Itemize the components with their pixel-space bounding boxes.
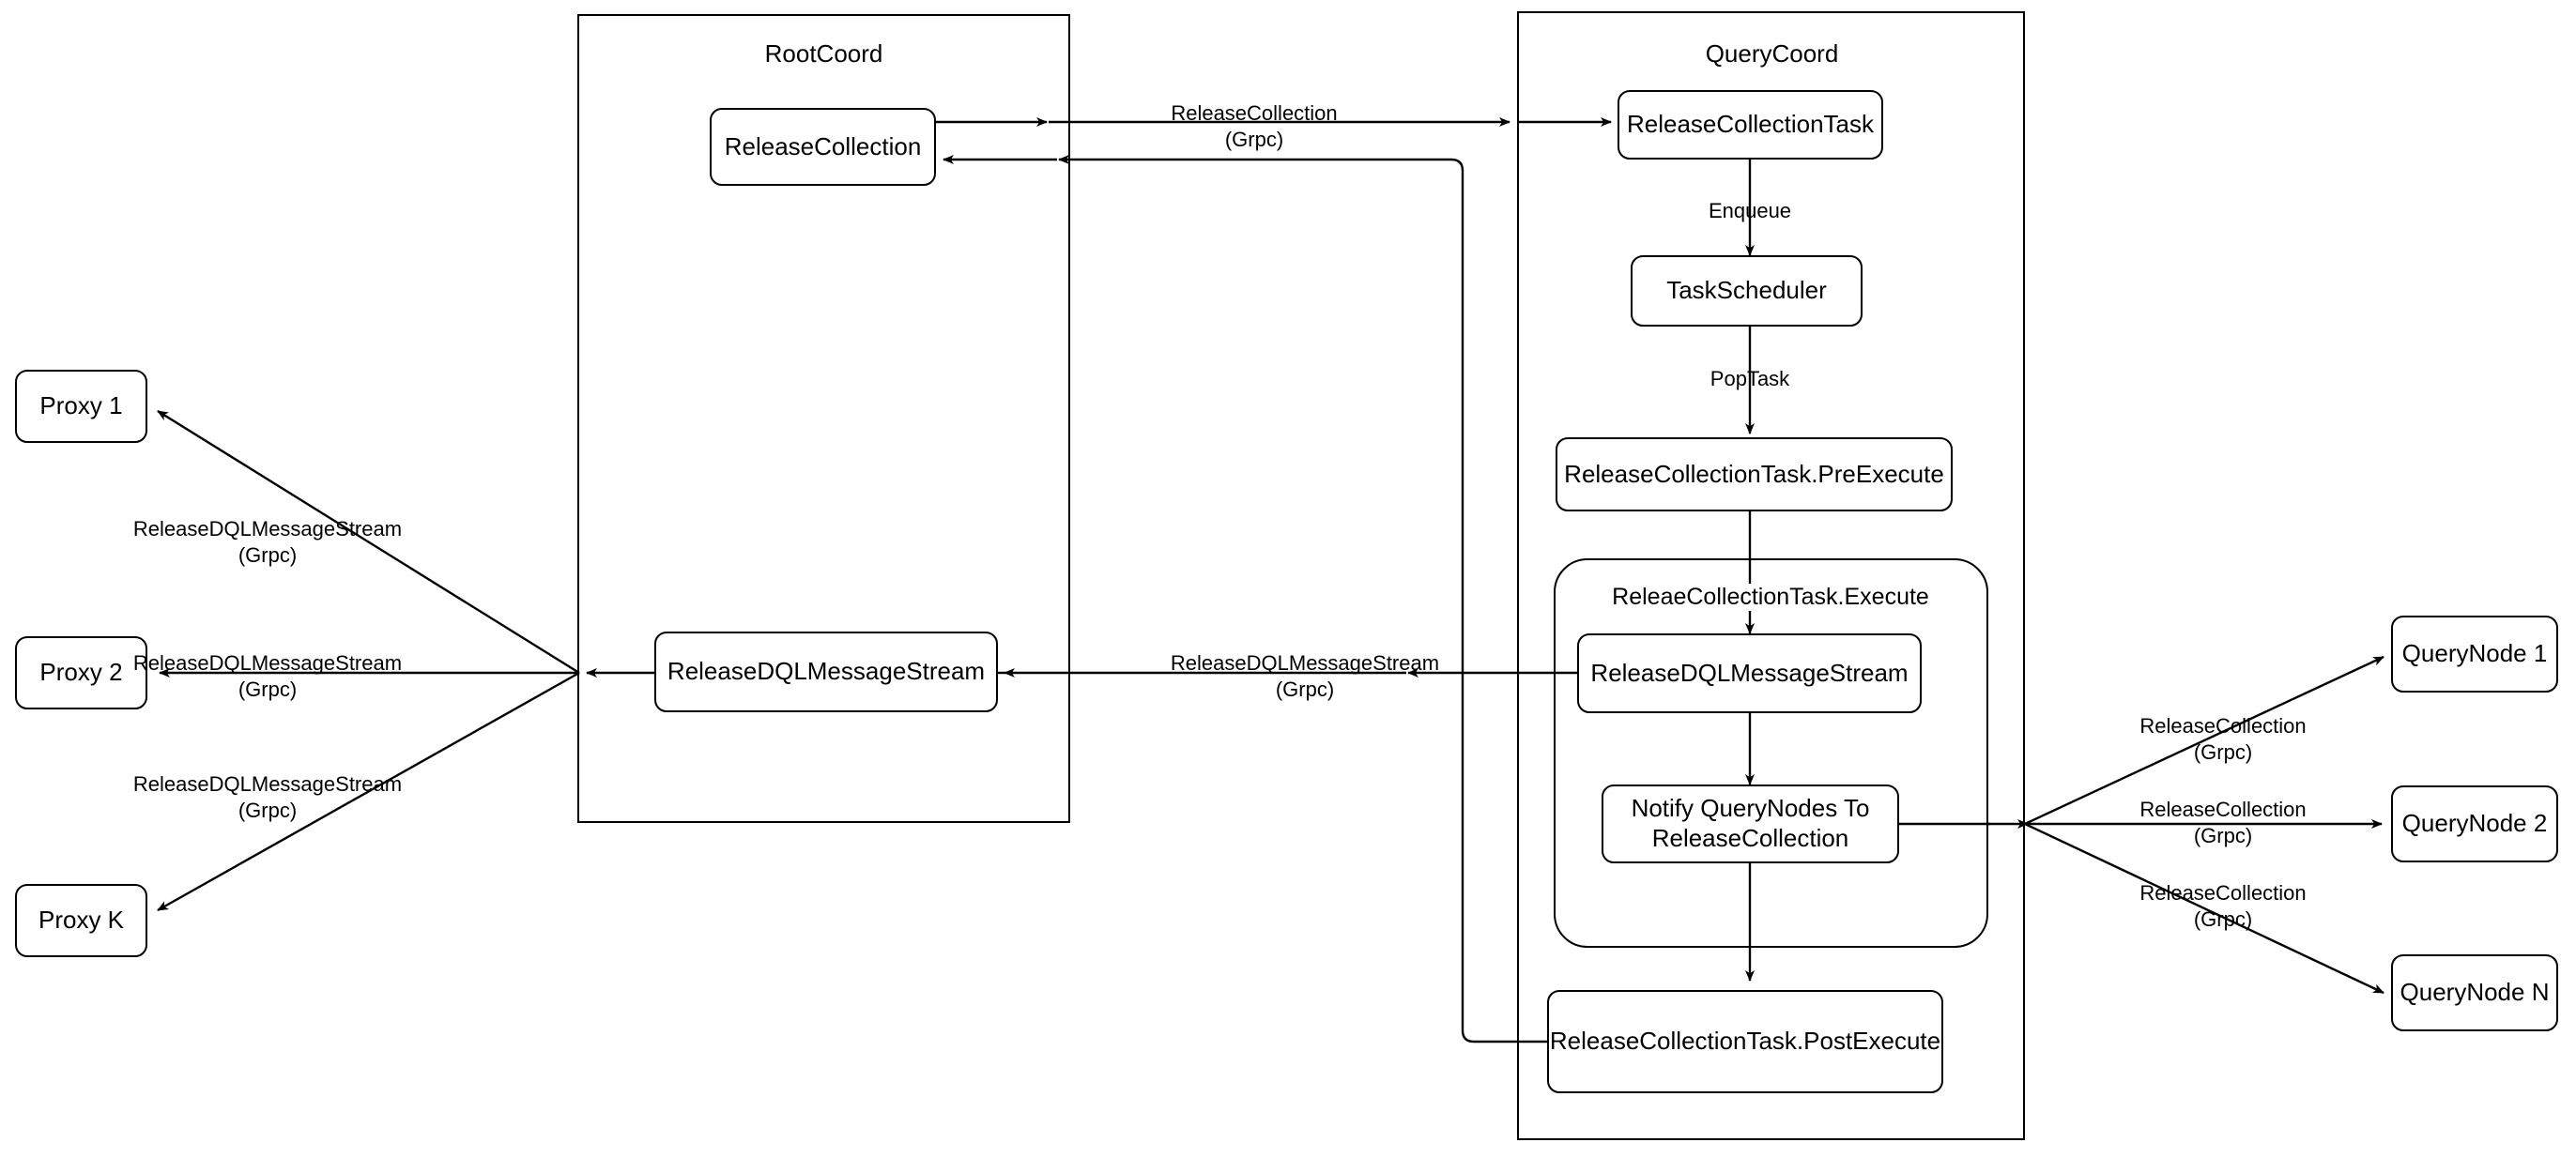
container-execute-title: ReleaeCollectionTask.Execute	[1558, 584, 1983, 611]
container-rootcoord	[577, 14, 1070, 823]
container-querycoord	[1517, 11, 2025, 1140]
edge-label-release-collection-querynode-1: ReleaseCollection (Grpc)	[2139, 714, 2307, 765]
node-querynode-1[interactable]: QueryNode 1	[2391, 616, 2558, 693]
node-release-collection-task-postexecute[interactable]: ReleaseCollectionTask.PostExecute	[1547, 990, 1943, 1093]
edge-postexecute-return	[1058, 155, 1547, 1044]
container-querycoord-title: QueryCoord	[1671, 39, 1873, 69]
node-proxy-2[interactable]: Proxy 2	[15, 636, 147, 709]
edge-fanout-querynode-1	[2024, 655, 2384, 826]
node-querynode-n[interactable]: QueryNode N	[2391, 954, 2558, 1031]
edge-label-release-collection-querynode-n: ReleaseCollection (Grpc)	[2139, 881, 2307, 932]
edge-fanout-querynode-n	[2024, 822, 2384, 995]
edge-label-release-dql-proxy-1: ReleaseDQLMessageStream (Grpc)	[132, 517, 403, 568]
node-qc-release-dql-message-stream[interactable]: ReleaseDQLMessageStream	[1577, 633, 1922, 713]
container-rootcoord-title: RootCoord	[723, 39, 925, 69]
node-root-release-dql-message-stream[interactable]: ReleaseDQLMessageStream	[654, 632, 998, 712]
node-release-collection-task-preexecute[interactable]: ReleaseCollectionTask.PreExecute	[1556, 437, 1953, 511]
container-execute	[1554, 558, 1988, 948]
node-proxy-1[interactable]: Proxy 1	[15, 370, 147, 443]
edge-fanout-proxy-k	[157, 671, 580, 912]
node-release-collection-task[interactable]: ReleaseCollectionTask	[1618, 90, 1883, 160]
edge-fanout-proxy-1	[157, 409, 580, 675]
node-root-release-collection[interactable]: ReleaseCollection	[710, 108, 936, 186]
edge-label-release-dql-middle: ReleaseDQLMessageStream (Grpc)	[1170, 651, 1440, 702]
node-notify-querynodes-to-releasecollection[interactable]: Notify QueryNodes To ReleaseCollection	[1602, 785, 1899, 863]
edge-label-release-collection-grpc: ReleaseCollection (Grpc)	[1171, 101, 1338, 152]
node-proxy-k[interactable]: Proxy K	[15, 884, 147, 957]
edge-label-release-collection-querynode-2: ReleaseCollection (Grpc)	[2139, 798, 2307, 848]
node-task-scheduler[interactable]: TaskScheduler	[1631, 255, 1863, 327]
edge-label-release-dql-proxy-k: ReleaseDQLMessageStream (Grpc)	[132, 772, 403, 823]
node-querynode-2[interactable]: QueryNode 2	[2391, 785, 2558, 862]
